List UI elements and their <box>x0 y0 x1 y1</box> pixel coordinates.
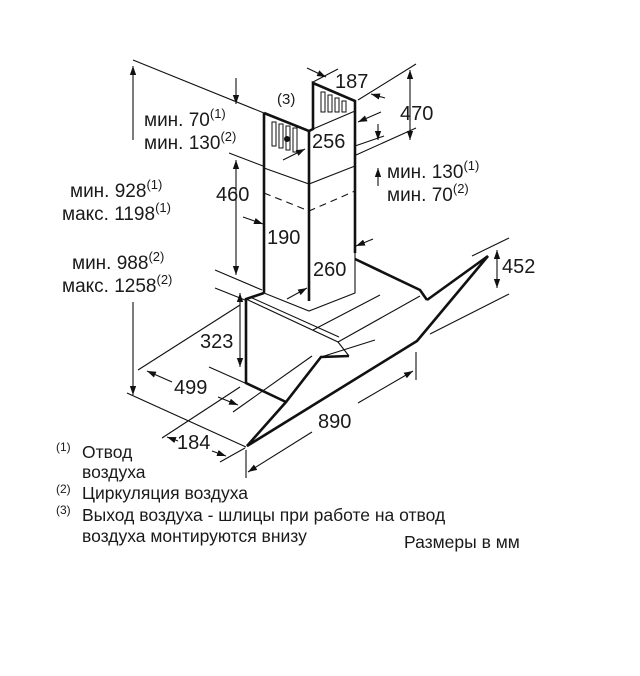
dimension-lines <box>126 59 510 478</box>
dim-323: 323 <box>200 331 233 353</box>
dimension-values: 187 470 256 460 190 260 452 323 499 184 … <box>174 71 535 454</box>
dim-187: 187 <box>335 71 368 93</box>
lower-chimney-bottom <box>263 253 356 312</box>
chimney-joint-line <box>263 165 356 185</box>
label-max-1258: макс. 1258(2) <box>62 272 172 297</box>
vent-slots-right <box>320 91 347 113</box>
body-top-back-edge <box>354 257 429 301</box>
units-note: Размеры в мм <box>404 532 520 552</box>
vent-slots-left <box>271 121 298 153</box>
footnote-1-line-1: Отвод <box>82 442 132 462</box>
dim-260: 260 <box>313 259 346 281</box>
footnote-3-line-2: воздуха монтируются внизу <box>82 526 307 546</box>
label-min-70-recirc: мин. 70(2) <box>387 181 469 206</box>
footnote-2-line-1: Циркуляция воздуха <box>82 483 248 503</box>
dim-190: 190 <box>267 227 300 249</box>
chimney-top-right-edge <box>312 110 356 130</box>
dim-460: 460 <box>216 184 249 206</box>
footnote-1-marker: (1) <box>56 440 71 454</box>
dim-256: 256 <box>312 131 345 153</box>
footnote-3-line-1: Выход воздуха - шлицы при работе на отво… <box>82 505 445 525</box>
upper-chimney-right-face <box>308 81 357 253</box>
hood-outline <box>244 81 489 448</box>
chimney-overlap-dashed <box>263 190 356 212</box>
body-top-lines <box>312 294 421 343</box>
dim-184: 184 <box>177 432 210 454</box>
label-min-928: мин. 928(1) <box>70 177 162 202</box>
body-outline <box>244 291 287 404</box>
footnote-2-marker: (2) <box>56 482 71 496</box>
label-max-1198: макс. 1198(1) <box>62 200 171 225</box>
dim-890: 890 <box>318 411 351 433</box>
clearance-labels: мин. 70(1) мин. 130(2) мин. 130(1) мин. … <box>62 106 479 297</box>
dim-499: 499 <box>174 377 207 399</box>
label-min-988: мин. 988(2) <box>72 249 164 274</box>
vent-marker-3: (3) <box>277 91 295 108</box>
dim-470: 470 <box>400 103 433 125</box>
footnote-1-line-2: воздуха <box>82 462 146 482</box>
label-min-130-recirc: мин. 130(2) <box>144 129 236 154</box>
glass-panel <box>246 254 489 448</box>
label-min-130-exhaust: мин. 130(1) <box>387 158 479 183</box>
footnotes: (1) Отвод воздуха (2) Циркуляция воздуха… <box>56 440 520 552</box>
dim-452: 452 <box>502 256 535 278</box>
glass-inner-line <box>320 339 376 358</box>
label-min-70-exhaust: мин. 70(1) <box>144 106 226 131</box>
footnote-3-marker: (3) <box>56 503 71 517</box>
